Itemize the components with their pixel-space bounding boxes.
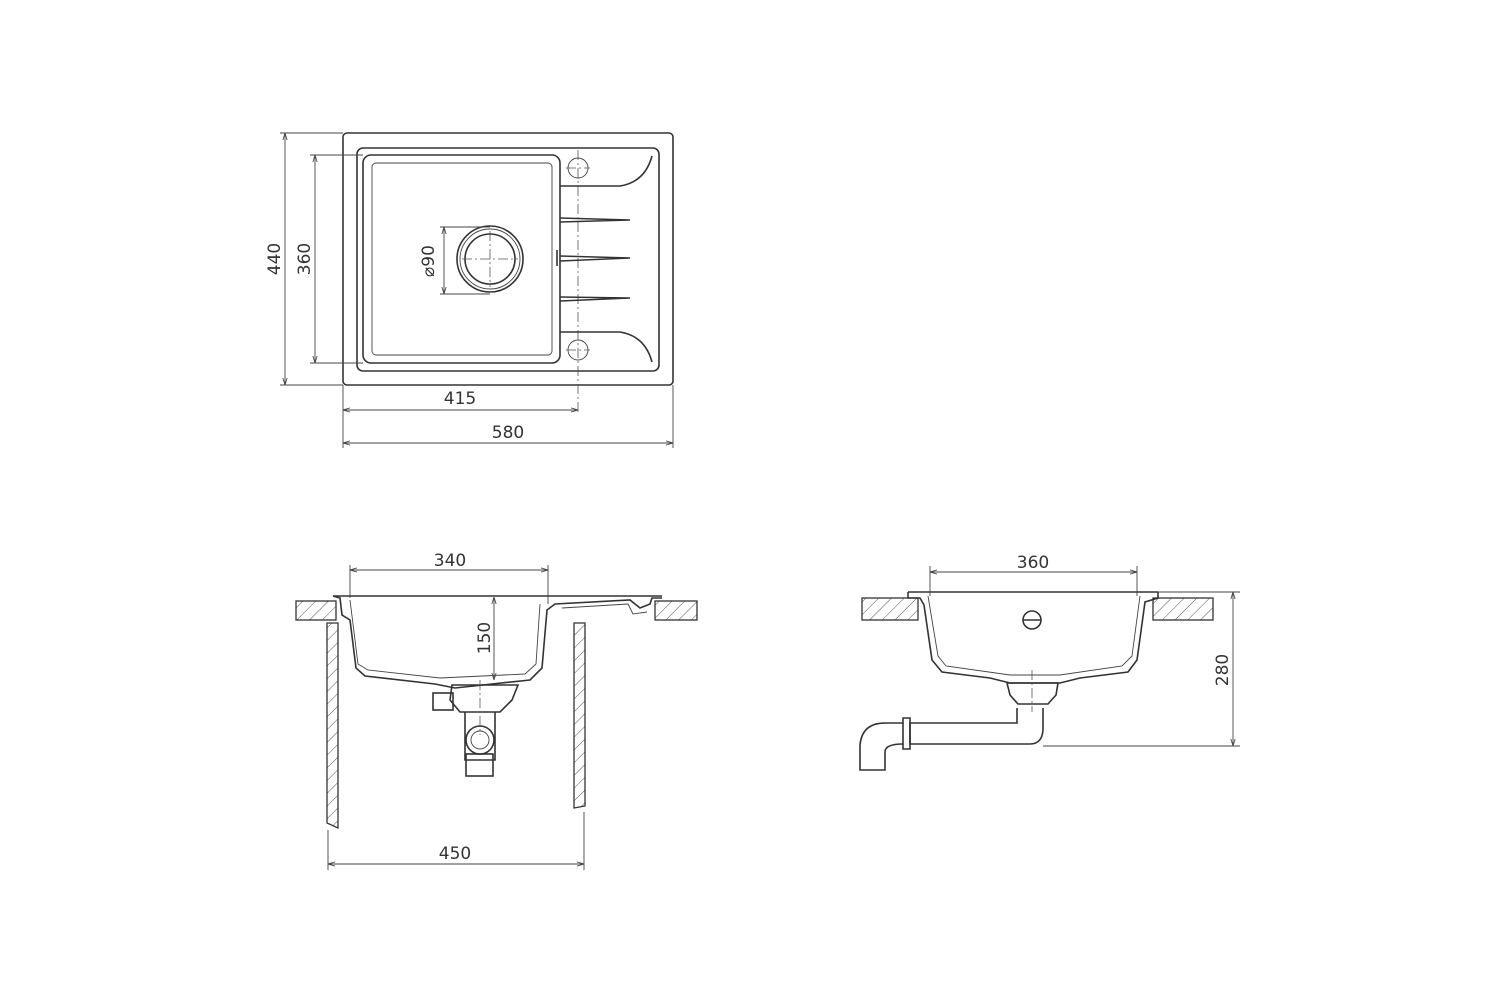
dim-drain-diameter: ⌀90 <box>419 245 439 277</box>
sink-outline <box>342 132 674 386</box>
dim-bowl-length: 360 <box>1017 553 1049 573</box>
top-view: 440 360 ⌀90 415 580 <box>265 132 674 448</box>
dim-cabinet-width: 450 <box>439 844 471 864</box>
dim-overall-width: 580 <box>492 423 524 443</box>
dim-bowl-depth: 360 <box>295 243 315 275</box>
drain-trap <box>432 680 520 777</box>
countertop-left <box>295 600 337 621</box>
countertop-left <box>861 597 919 621</box>
countertop-right <box>654 600 698 621</box>
dim-bowl-to-tap: 415 <box>444 389 476 409</box>
sink-rim <box>356 147 660 372</box>
drain-ring <box>459 228 521 290</box>
cabinet-wall-right <box>573 622 586 809</box>
bowl-inner <box>371 162 553 356</box>
drainer-grooves <box>556 155 653 363</box>
drain-outer <box>456 225 524 293</box>
dim-bowl-width: 340 <box>434 551 466 571</box>
cabinet-wall-left <box>326 622 339 830</box>
side-section: 360 280 <box>859 553 1240 771</box>
front-section: 340 150 450 <box>295 551 698 870</box>
drain-pipe <box>859 670 1059 771</box>
bowl-outline <box>362 154 561 364</box>
dim-total-height: 280 <box>1213 654 1233 686</box>
countertop-right <box>1152 597 1214 621</box>
dim-bowl-height: 150 <box>475 622 495 654</box>
dim-overall-depth: 440 <box>265 243 285 275</box>
